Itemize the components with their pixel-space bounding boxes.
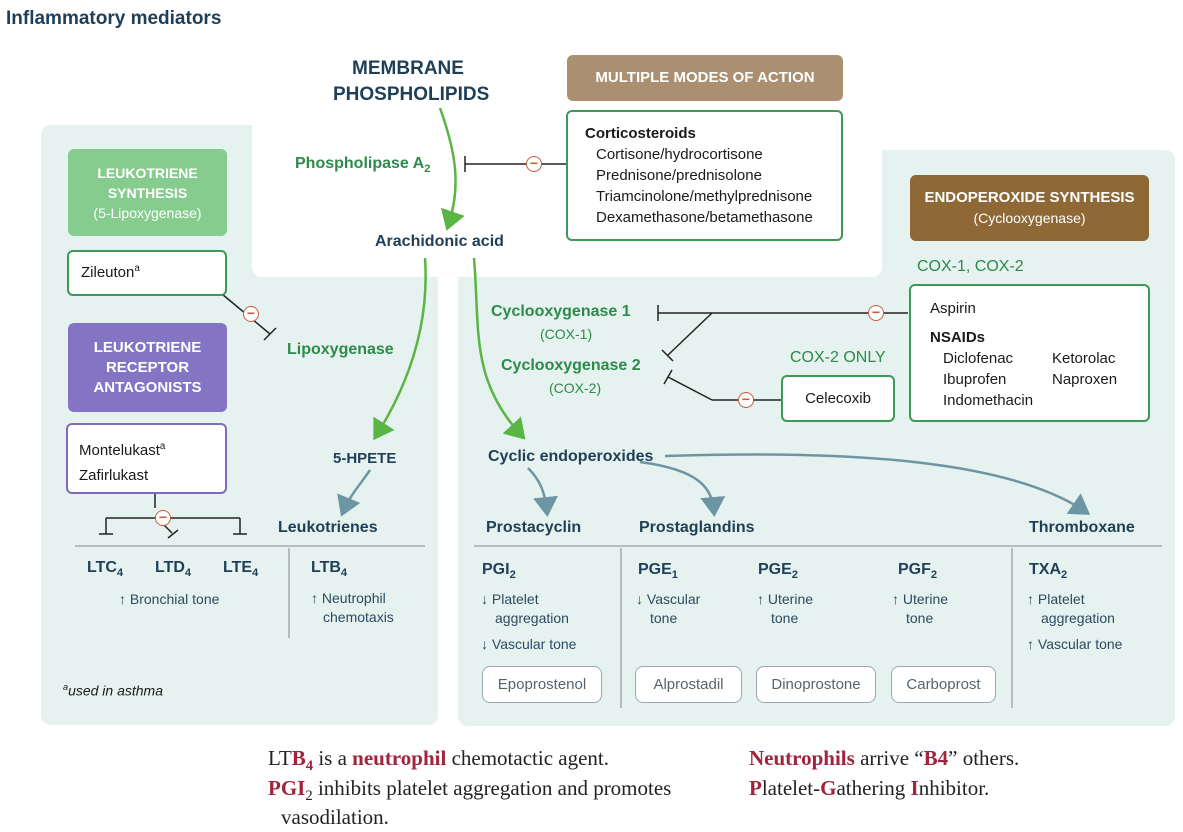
corticosteroid-item: Dexamethasone/betamethasone [596, 209, 813, 226]
endoperoxide-synthesis-header: ENDOPEROXIDE SYNTHESIS (Cyclooxygenase) [910, 175, 1149, 241]
arrow-hpete-leukotrienes [337, 469, 372, 517]
zafirlukast-label: Zafirlukast [79, 467, 149, 484]
aspirin-label: Aspirin [930, 300, 976, 317]
cox12-label: COX-1, COX-2 [917, 258, 1024, 275]
cyclic-endoperoxides-label: Cyclic endoperoxides [488, 448, 654, 465]
mnemonic-ltb4: LTB4 is a neutrophil chemotactic agent. [268, 746, 609, 775]
pge1-label: PGE1 [638, 561, 679, 582]
arachidonic-acid-label: Arachidonic acid [375, 233, 504, 250]
mnemonic-pgi2: PGI2 inhibits platelet aggregation and p… [268, 776, 672, 805]
antagonist-drugs-box: Montelukasta Zafirlukast [66, 423, 227, 494]
pge2-label: PGE2 [758, 561, 799, 582]
corticosteroids-heading: Corticosteroids [585, 125, 696, 142]
pgf2-effects: ↑ Uterine tone [892, 591, 949, 626]
mnemonic-platelet: Platelet-Gathering Inhibitor. [749, 776, 990, 800]
arrow-arachidonic-cyclic [472, 257, 526, 440]
nsaids-heading: NSAIDs [930, 329, 986, 346]
arrow-cyclic-thromboxane [664, 453, 1091, 515]
cox2-abbr: (COX-2) [549, 380, 602, 396]
cox1-abbr: (COX-1) [540, 326, 593, 342]
montelukast-label: Montelukasta [79, 441, 166, 459]
arrow-cyclic-prostaglandins [639, 460, 726, 517]
prostaglandins-heading: Prostaglandins [639, 519, 755, 536]
phospholipase-label: Phospholipase A2 [295, 155, 431, 176]
leukotriene-synthesis-header: LEUKOTRIENE SYNTHESIS (5-Lipoxygenase) [68, 149, 227, 236]
cox2-label: Cyclooxygenase 2 [501, 357, 641, 374]
ltc4-label: LTC4 [87, 559, 124, 580]
txa2-label: TXA2 [1029, 561, 1068, 582]
pge1-effects: ↓ Vascular tone [636, 591, 701, 626]
lipoxygenase-label: Lipoxygenase [287, 341, 394, 358]
corticosteroid-item: Triamcinolone/methylprednisone [596, 188, 813, 205]
receptor-antagonists-header: LEUKOTRIENE RECEPTOR ANTAGONISTS [68, 323, 227, 412]
epoprostenol-box: Epoprostenol [482, 666, 602, 703]
pgf2-label: PGF2 [898, 561, 938, 582]
nsaids-col1: Diclofenac Ibuprofen Indomethacin [943, 350, 1034, 409]
corticosteroid-item: Cortisone/hydrocortisone [596, 146, 763, 163]
multiple-modes-header: MULTIPLE MODES OF ACTION [567, 55, 843, 101]
page-title: Inflammatory mediators [6, 8, 222, 29]
mnemonic-neutrophils: Neutrophils arrive “B4” others. [749, 746, 1020, 770]
celecoxib-box: Celecoxib [781, 375, 895, 422]
cox2-only-label: COX-2 ONLY [790, 349, 886, 366]
hpete-label: 5-HPETE [333, 450, 397, 467]
arrow-arachidonic-hpete [373, 257, 427, 441]
arrow-cyclic-prostacyclin [527, 467, 558, 517]
alprostadil-box: Alprostadil [635, 666, 742, 703]
arrow-membrane-arachidonic [438, 107, 465, 231]
corticosteroids-box: Corticosteroids Cortisone/hydrocortisone… [566, 110, 843, 241]
ltd4-label: LTD4 [155, 559, 192, 580]
inhibit-zileuton-icon: − [243, 306, 259, 322]
lte4-label: LTE4 [223, 559, 259, 580]
carboprost-box: Carboprost [891, 666, 996, 703]
bronchial-tone-effect: ↑ Bronchial tone [119, 591, 220, 607]
pge2-effects: ↑ Uterine tone [757, 591, 814, 626]
thromboxane-heading: Thromboxane [1029, 519, 1135, 536]
inhibit-aspirin-icon: − [868, 305, 884, 321]
ltb4-label: LTB4 [311, 559, 348, 580]
pgi2-effects: ↓ Platelet aggregation ↓ Vascular tone [481, 591, 577, 652]
mnemonic-pgi2-cont: vasodilation. [281, 805, 389, 829]
prostacyclin-heading: Prostacyclin [486, 519, 582, 536]
txa2-effects: ↑ Platelet aggregation ↑ Vascular tone [1027, 591, 1123, 652]
inhibit-corticosteroid-icon: − [526, 156, 542, 172]
membrane-phospholipids-label: MEMBRANE PHOSPHOLIPIDS [333, 58, 490, 105]
panel-notch-bottom-left [438, 277, 458, 737]
inhibit-antagonist-icon: − [155, 510, 171, 526]
dinoprostone-box: Dinoprostone [756, 666, 876, 703]
cox1-label: Cyclooxygenase 1 [491, 303, 631, 320]
asthma-footnote: aused in asthma [63, 682, 164, 699]
pgi2-label: PGI2 [482, 561, 516, 582]
corticosteroid-item: Prednisone/prednisolone [596, 167, 762, 184]
nsaids-box: Aspirin NSAIDs Diclofenac Ibuprofen Indo… [909, 284, 1150, 422]
nsaids-col2: Ketorolac Naproxen [1052, 350, 1118, 388]
nsaids-lists: Diclofenac Ibuprofen Indomethacin Ketoro… [930, 348, 1148, 411]
zileuton-box: Zileutona [67, 250, 227, 296]
leukotrienes-heading: Leukotrienes [278, 519, 378, 536]
inhibit-celecoxib-icon: − [738, 392, 754, 408]
neutrophil-effect: ↑ Neutrophil chemotaxis [311, 590, 394, 625]
